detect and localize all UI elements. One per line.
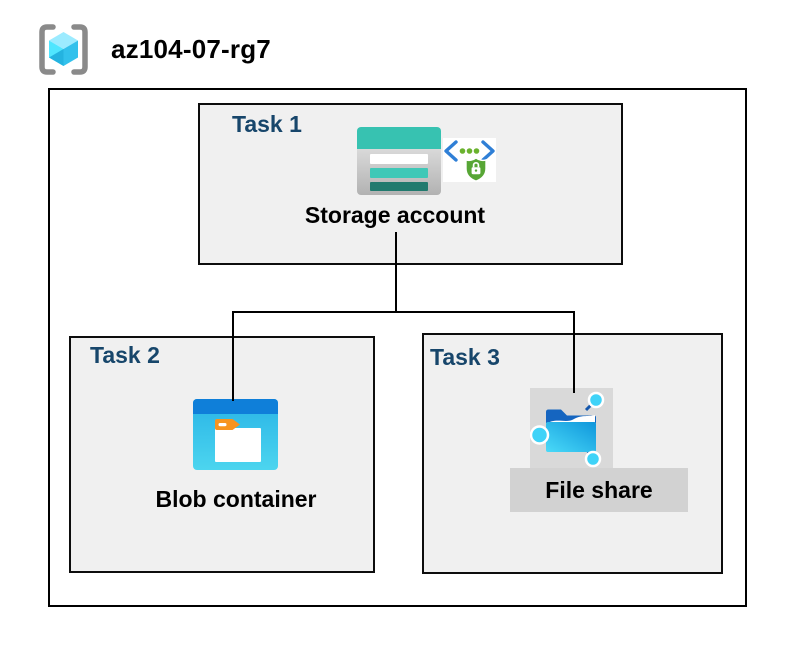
file-share-icon: [530, 391, 605, 468]
storage-account-label: Storage account: [304, 202, 486, 228]
task1-label: Task 1: [232, 111, 302, 137]
connector-to-fileshare: [573, 311, 575, 393]
resource-group-icon: [39, 24, 88, 75]
task1-box: Task 1 Storage account: [198, 103, 623, 265]
storage-account-icon: [357, 127, 441, 195]
task2-box: Task 2 Blob container: [69, 336, 375, 573]
resource-group-header: az104-07-rg7: [36, 22, 271, 77]
resource-group-name: az104-07-rg7: [111, 34, 271, 64]
task3-box: Task 3 File share: [422, 333, 723, 574]
file-share-label: File share: [545, 476, 653, 503]
connector-storage-stem: [395, 232, 397, 313]
connector-to-blob: [232, 311, 234, 401]
secure-endpoint-lock-icon: [443, 138, 496, 182]
file-share-label-band: File share: [510, 468, 688, 512]
blob-container-label: Blob container: [155, 486, 317, 512]
task2-label: Task 2: [90, 342, 160, 368]
file-share-icon-backdrop: [530, 388, 613, 468]
connector-horizontal: [232, 311, 575, 313]
task3-label: Task 3: [430, 344, 500, 370]
blob-container-icon: [193, 399, 278, 470]
